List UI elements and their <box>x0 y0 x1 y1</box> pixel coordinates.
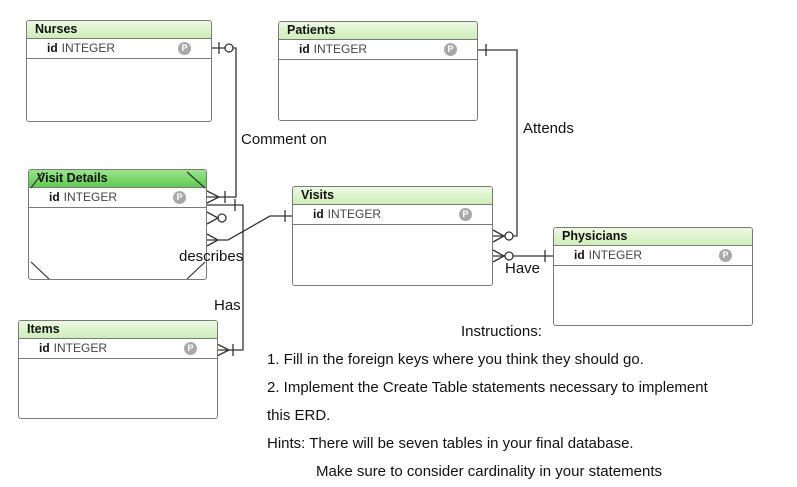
describes-label: describes <box>179 248 244 265</box>
instruction-step-2: 2. Implement the Create Table statements… <box>267 379 708 396</box>
primary-key-icon: P <box>719 249 732 262</box>
attribute-name: id <box>313 207 324 221</box>
nurses-zero-circle <box>224 43 234 53</box>
instruction-step-1: 1. Fill in the foreign keys where you th… <box>267 351 644 368</box>
attribute-type: INTEGER <box>588 248 643 262</box>
have-label: Have <box>505 260 541 277</box>
items-entity-title: Items <box>19 321 217 339</box>
attends-label: Attends <box>523 120 574 137</box>
physicians-entity-title: Physicians <box>554 228 752 246</box>
attribute-name: id <box>49 190 60 204</box>
comment-on-connector[interactable] <box>207 47 237 198</box>
nurses-entity-title: Nurses <box>27 21 211 39</box>
attribute-name: id <box>299 42 310 56</box>
primary-key-icon: P <box>173 191 186 204</box>
attribute-name: id <box>39 341 50 355</box>
attribute-type: INTEGER <box>327 207 382 221</box>
attribute-type: INTEGER <box>53 341 108 355</box>
hints-text: Hints: There will be seven tables in you… <box>267 435 634 452</box>
visits-have-zero-circle <box>504 251 514 261</box>
visits-have-crow <box>492 249 506 263</box>
has-label: Has <box>214 297 241 314</box>
hints-text-continued: Make sure to consider cardinality in you… <box>316 463 662 480</box>
primary-key-icon: P <box>178 42 191 55</box>
primary-key-icon: P <box>459 208 472 221</box>
attribute-type: INTEGER <box>61 41 116 55</box>
instructions-heading: Instructions: <box>461 323 542 340</box>
visit-details-entity-title: Visit Details <box>29 170 206 188</box>
patients-entity-title: Patients <box>279 22 477 40</box>
visits-attends-crow <box>492 229 506 243</box>
visit-details-second-crow <box>206 211 220 225</box>
has-connector[interactable] <box>217 205 244 351</box>
visit-details-describes-crow <box>206 233 220 247</box>
visits-entity-title: Visits <box>293 187 492 205</box>
primary-key-icon: P <box>444 43 457 56</box>
attribute-name: id <box>47 41 58 55</box>
attribute-type: INTEGER <box>63 190 118 204</box>
selection-corner-marks <box>30 171 206 279</box>
items-many-crow <box>216 343 231 357</box>
primary-key-icon: P <box>184 342 197 355</box>
visits-attends-zero-circle <box>504 231 514 241</box>
comment-on-label: Comment on <box>241 131 327 148</box>
instruction-step-2-continued: this ERD. <box>267 407 331 424</box>
visit-details-many-crow <box>206 190 221 204</box>
attribute-name: id <box>574 248 585 262</box>
attribute-type: INTEGER <box>313 42 368 56</box>
